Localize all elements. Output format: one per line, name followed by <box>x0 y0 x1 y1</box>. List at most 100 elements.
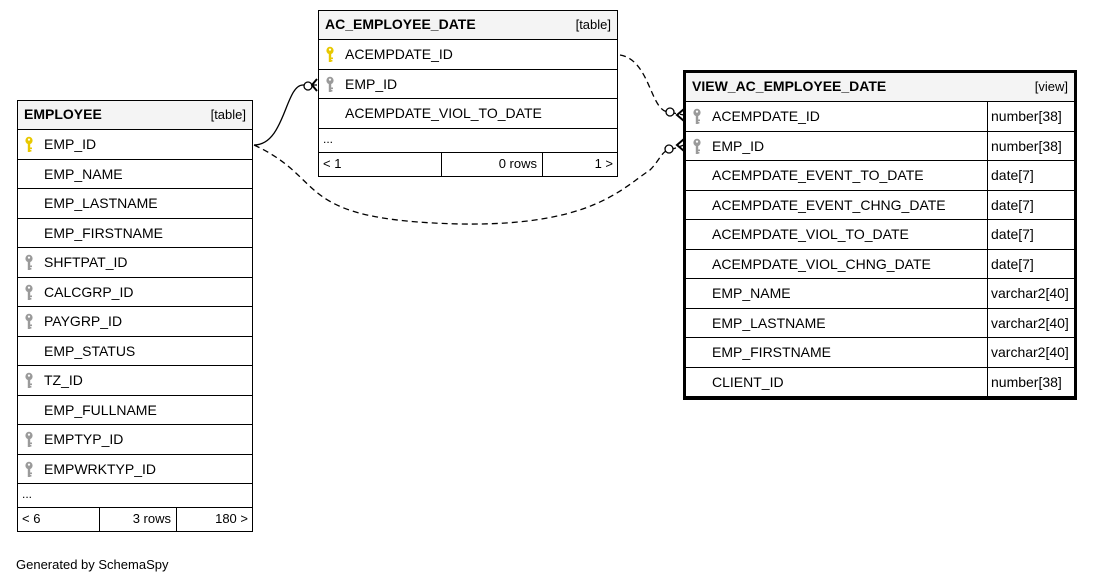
column-name: EMP_ID <box>345 75 398 92</box>
column-name: EMP_FULLNAME <box>44 401 157 418</box>
table-name[interactable]: AC_EMPLOYEE_DATE <box>325 16 476 32</box>
foreign-key-icon <box>24 254 34 271</box>
primary-key-icon <box>325 46 335 63</box>
table-name[interactable]: EMPLOYEE <box>24 106 102 122</box>
many-crowfoot-marker <box>675 138 685 152</box>
column-type: varchar2[40] <box>987 338 1074 367</box>
column-row[interactable]: EMP_ID <box>319 70 617 99</box>
ac-employee-date-table[interactable]: AC_EMPLOYEE_DATE [table] ACEMPDATE_ID EMP… <box>318 10 618 177</box>
column-row[interactable]: PAYGRP_ID <box>18 307 252 337</box>
foreign-key-icon <box>24 284 34 301</box>
column-row[interactable]: ACEMPDATE_VIOL_CHNG_DATE date[7] <box>686 249 1074 279</box>
column-row[interactable]: ACEMPDATE_VIOL_TO_DATE date[7] <box>686 220 1074 250</box>
table-type: [table] <box>575 17 611 32</box>
view-name[interactable]: VIEW_AC_EMPLOYEE_DATE <box>692 78 887 94</box>
fk-connector-employee-acemployeedate <box>253 84 317 146</box>
column-row[interactable]: EMP_STATUS <box>18 337 252 366</box>
column-name: CLIENT_ID <box>712 373 784 390</box>
column-name: ACEMPDATE_ID <box>712 108 820 124</box>
column-type: number[38] <box>987 102 1074 131</box>
column-row[interactable]: EMP_NAME <box>18 160 252 189</box>
column-name: ACEMPDATE_EVENT_CHNG_DATE <box>712 196 946 213</box>
column-row[interactable]: EMP_NAME varchar2[40] <box>686 279 1074 309</box>
column-type: varchar2[40] <box>987 279 1074 308</box>
column-row[interactable]: ACEMPDATE_ID <box>319 40 617 70</box>
column-row[interactable]: CALCGRP_ID <box>18 278 252 307</box>
row-count: 0 rows <box>441 152 542 176</box>
column-row[interactable]: EMP_LASTNAME varchar2[40] <box>686 308 1074 338</box>
parents-link[interactable]: < 1 <box>323 155 342 171</box>
row-count: 3 rows <box>99 508 176 531</box>
column-row[interactable]: EMPWRKTYP_ID <box>18 455 252 484</box>
column-type: number[38] <box>987 367 1074 396</box>
column-row[interactable]: ACEMPDATE_EVENT_TO_DATE date[7] <box>686 161 1074 191</box>
implied-connector-emp-id <box>253 144 685 225</box>
column-type: date[7] <box>987 161 1074 190</box>
foreign-key-icon <box>692 108 702 125</box>
column-name: ACEMPDATE_VIOL_TO_DATE <box>712 226 909 242</box>
view-header: VIEW_AC_EMPLOYEE_DATE [view] <box>686 73 1074 102</box>
table-footer: < 1 0 rows 1 > <box>319 152 617 176</box>
foreign-key-icon <box>325 76 335 93</box>
column-name: PAYGRP_ID <box>44 313 123 329</box>
column-row[interactable]: CLIENT_ID number[38] <box>686 367 1074 397</box>
column-row[interactable]: EMP_FIRSTNAME varchar2[40] <box>686 338 1074 368</box>
column-type: date[7] <box>987 190 1074 219</box>
column-name: EMP_FIRSTNAME <box>712 344 832 360</box>
foreign-key-icon <box>24 461 34 478</box>
column-name: TZ_ID <box>44 372 83 388</box>
many-crowfoot-marker <box>675 108 685 122</box>
column-row[interactable]: EMP_FULLNAME <box>18 396 252 425</box>
column-type: date[7] <box>987 249 1074 278</box>
column-row[interactable]: EMPTYP_ID <box>18 425 252 455</box>
column-name: CALCGRP_ID <box>44 283 134 300</box>
foreign-key-icon <box>24 313 34 330</box>
column-type: number[38] <box>987 131 1074 160</box>
optional-circle-marker <box>664 144 674 154</box>
column-name: EMP_ID <box>712 137 765 154</box>
foreign-key-icon <box>692 138 702 155</box>
column-name: EMP_NAME <box>712 285 791 301</box>
implied-connector-acempdate-id <box>619 54 685 116</box>
table-type: [table] <box>210 107 246 122</box>
column-row[interactable]: TZ_ID <box>18 366 252 396</box>
foreign-key-icon <box>24 372 34 389</box>
column-name: SHFTPAT_ID <box>44 254 128 270</box>
view-ac-employee-date[interactable]: VIEW_AC_EMPLOYEE_DATE [view] ACEMPDATE_I… <box>683 70 1077 400</box>
column-row[interactable]: EMP_LASTNAME <box>18 189 252 219</box>
column-name: EMP_ID <box>44 136 97 152</box>
primary-key-icon <box>24 136 34 153</box>
column-row[interactable]: ACEMPDATE_ID number[38] <box>686 102 1074 132</box>
column-type: date[7] <box>987 220 1074 249</box>
parents-link[interactable]: < 6 <box>22 511 41 526</box>
table-header: EMPLOYEE [table] <box>18 101 252 130</box>
more-columns-indicator: ... <box>18 484 252 508</box>
view-type: [view] <box>1034 79 1068 94</box>
column-row[interactable]: EMP_ID <box>18 130 252 160</box>
optional-circle-marker <box>303 81 313 91</box>
column-name: EMP_STATUS <box>44 342 136 359</box>
optional-circle-marker <box>665 107 675 117</box>
column-name: EMPWRKTYP_ID <box>44 460 157 477</box>
column-name: EMP_LASTNAME <box>44 195 158 211</box>
generated-by-label: Generated by SchemaSpy <box>16 557 169 572</box>
column-name: ACEMPDATE_VIOL_CHNG_DATE <box>712 255 931 272</box>
column-name: EMP_NAME <box>44 165 123 182</box>
column-name: EMPTYP_ID <box>44 431 124 447</box>
more-columns-indicator: ... <box>319 129 617 153</box>
column-row[interactable]: EMP_FIRSTNAME <box>18 219 252 248</box>
column-name: ACEMPDATE_VIOL_TO_DATE <box>345 105 542 121</box>
children-link[interactable]: 1 > <box>542 152 617 176</box>
column-name: EMP_LASTNAME <box>712 314 826 331</box>
column-name: ACEMPDATE_EVENT_TO_DATE <box>712 167 924 183</box>
children-link[interactable]: 180 > <box>176 508 252 531</box>
column-type: varchar2[40] <box>987 308 1074 337</box>
column-row[interactable]: ACEMPDATE_VIOL_TO_DATE <box>319 99 617 129</box>
table-header: AC_EMPLOYEE_DATE [table] <box>319 11 617 40</box>
column-row[interactable]: EMP_ID number[38] <box>686 131 1074 161</box>
column-row[interactable]: SHFTPAT_ID <box>18 248 252 278</box>
employee-table[interactable]: EMPLOYEE [table] EMP_ID EMP_NAME EMP_LASTN… <box>17 100 253 532</box>
column-row[interactable]: ACEMPDATE_EVENT_CHNG_DATE date[7] <box>686 190 1074 220</box>
column-name: ACEMPDATE_ID <box>345 46 453 62</box>
